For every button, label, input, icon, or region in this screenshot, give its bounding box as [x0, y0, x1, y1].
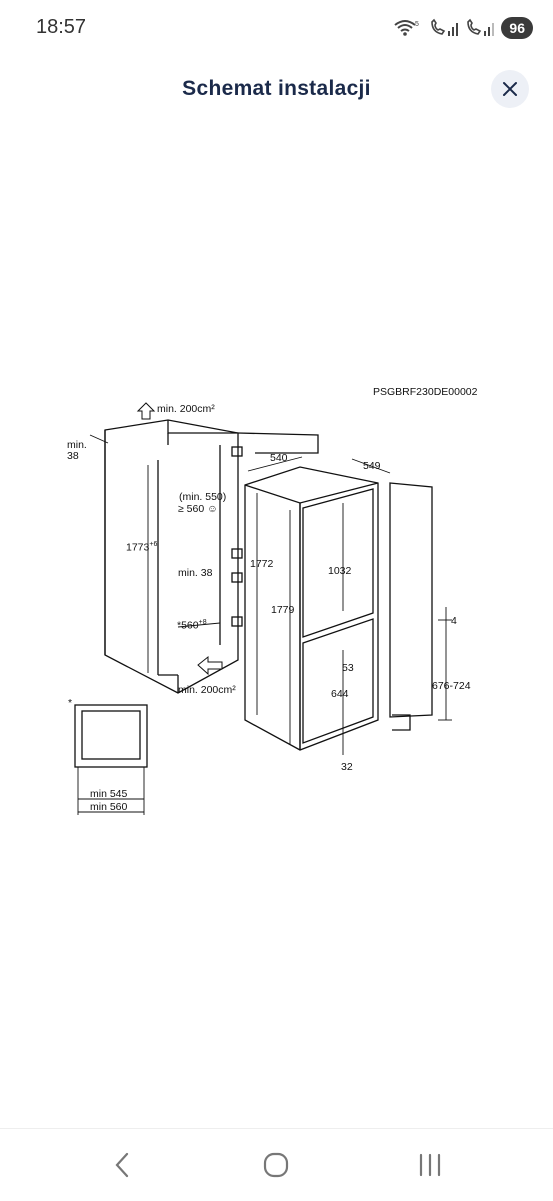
label-min545: min 545 [90, 788, 128, 800]
model-code: PSGBRF230DE00002 [373, 386, 478, 398]
wifi-icon: 5 [394, 20, 419, 36]
label-ge560: ≥ 560 ☺ [178, 503, 218, 515]
recents-icon [419, 1153, 441, 1177]
label-h1032: 1032 [328, 565, 352, 577]
label-h676-724: 676-724 [432, 680, 471, 692]
home-button[interactable] [246, 1143, 306, 1187]
status-bar: 18:57 5 96 [0, 0, 553, 56]
label-h53: 53 [342, 662, 354, 674]
label-1773-value: 1773 [126, 541, 150, 554]
close-icon [503, 82, 517, 96]
label-bottom-vent: min. 200cm² [178, 684, 236, 696]
label-d540: 540 [270, 452, 288, 464]
header: Schemat instalacji [0, 60, 553, 120]
label-h644: 644 [331, 688, 349, 700]
label-min560: min 560 [90, 801, 128, 813]
back-icon [115, 1152, 129, 1178]
call-signal-1-icon [431, 18, 459, 36]
label-h1779: 1779 [271, 604, 295, 616]
svg-text:5: 5 [415, 21, 419, 28]
installation-drawing [74, 402, 452, 815]
label-min38-inner: min. 38 [178, 567, 213, 579]
label-h4: 4 [451, 615, 457, 627]
battery-badge: 96 [501, 17, 533, 39]
label-h1772: 1772 [250, 558, 274, 570]
label-asterisk: * [68, 697, 73, 709]
page-title: Schemat instalacji [182, 77, 371, 100]
close-button[interactable] [491, 70, 529, 108]
label-height-1773: 1773+6 [126, 539, 157, 554]
call-signal-2-icon [467, 18, 495, 36]
label-w560-value: *560 [177, 619, 199, 632]
label-top-left-38: 38 [67, 450, 79, 462]
label-top-vent: min. 200cm² [157, 403, 215, 415]
navigation-bar [0, 1128, 553, 1201]
label-d549: 549 [363, 460, 381, 472]
status-time: 18:57 [36, 16, 87, 38]
label-min550: (min. 550) [179, 491, 227, 503]
label-top-left-min: min. [67, 439, 87, 451]
installation-diagram: PSGBRF230DE00002 min. 200cm² min. 38 177… [60, 375, 500, 835]
home-icon [263, 1152, 289, 1178]
recents-button[interactable] [400, 1143, 460, 1187]
back-button[interactable] [92, 1143, 152, 1187]
label-w560: *560+8 [177, 617, 207, 632]
label-h32: 32 [341, 761, 353, 773]
label-w560-tolerance: +8 [198, 619, 207, 626]
status-icons: 5 96 [393, 14, 533, 42]
label-1773-tolerance: +6 [149, 541, 158, 548]
